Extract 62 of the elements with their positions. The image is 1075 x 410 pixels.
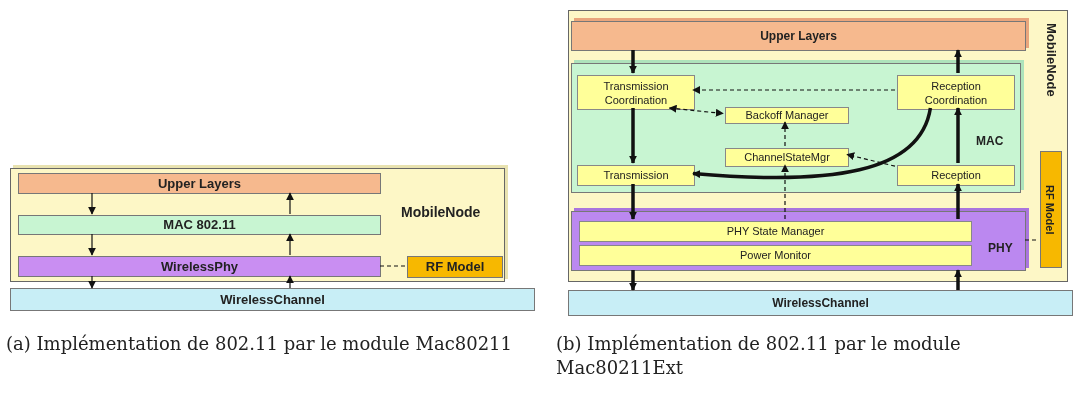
arrow bbox=[88, 275, 96, 289]
module-box bbox=[725, 107, 849, 124]
arrow bbox=[629, 108, 637, 164]
arrow bbox=[629, 184, 637, 220]
module-label: Transmission bbox=[603, 168, 669, 184]
container-label: MobileNode bbox=[401, 204, 481, 220]
node-container bbox=[10, 168, 505, 282]
channel-label: WirelessChannel bbox=[772, 295, 869, 312]
container-label: MAC bbox=[976, 134, 1004, 148]
arrow bbox=[668, 104, 724, 117]
arrow bbox=[692, 86, 896, 94]
module-box bbox=[897, 75, 1015, 110]
container-label: MobileNode bbox=[1043, 23, 1059, 97]
model-box bbox=[407, 256, 503, 278]
container-label: PHY bbox=[988, 241, 1013, 255]
arrow bbox=[954, 107, 962, 163]
layer-label: Upper Layers bbox=[157, 174, 242, 193]
module-label: Transmission Coordination bbox=[602, 78, 670, 107]
phy-container bbox=[571, 211, 1026, 271]
module-bar bbox=[579, 221, 972, 242]
module-box bbox=[725, 148, 849, 167]
module-label: PHY State Manager bbox=[726, 224, 825, 240]
arrow bbox=[629, 270, 637, 291]
arrow bbox=[629, 50, 637, 74]
layer-bar bbox=[18, 173, 381, 194]
arrow bbox=[954, 269, 962, 290]
arrow bbox=[954, 49, 962, 73]
arrow bbox=[954, 183, 962, 219]
arrow bbox=[286, 275, 294, 289]
arrow bbox=[88, 192, 96, 215]
arrow bbox=[88, 233, 96, 256]
arrow bbox=[286, 192, 294, 215]
model-label: RF Model bbox=[1042, 184, 1057, 235]
module-label: Power Monitor bbox=[740, 248, 811, 264]
arrow bbox=[846, 152, 896, 167]
channel-label: WirelessChannel bbox=[220, 290, 325, 309]
arrow bbox=[781, 164, 789, 220]
module-box bbox=[577, 165, 695, 186]
figure-caption: (a) Implémentation de 802.11 par le module Mac80211 bbox=[6, 332, 513, 356]
arrow bbox=[781, 121, 789, 147]
node-container bbox=[568, 10, 1068, 282]
layer-label: Upper Layers bbox=[760, 28, 837, 45]
layer-label: WirelessPhy bbox=[160, 257, 239, 276]
layer-bar bbox=[571, 21, 1026, 51]
module-label: Reception Coordination bbox=[923, 78, 989, 107]
arrow bbox=[692, 107, 933, 180]
layer-bar bbox=[18, 256, 381, 277]
module-box bbox=[897, 165, 1015, 186]
module-label: ChannelStateMgr bbox=[744, 150, 830, 166]
mac-container bbox=[571, 63, 1021, 193]
module-label: Backoff Manager bbox=[745, 108, 829, 124]
model-box bbox=[1040, 151, 1062, 268]
module-label: Reception bbox=[931, 168, 981, 184]
module-box bbox=[577, 75, 695, 110]
layer-label: MAC 802.11 bbox=[163, 216, 236, 235]
layer-bar bbox=[18, 215, 381, 235]
channel-bar bbox=[568, 290, 1073, 316]
figure-caption: (b) Implémentation de 802.11 par le module Mac80211Ext bbox=[556, 332, 962, 380]
module-bar bbox=[579, 245, 972, 266]
model-label: RF Model bbox=[425, 258, 485, 277]
channel-bar bbox=[10, 288, 535, 311]
arrow bbox=[286, 233, 294, 256]
